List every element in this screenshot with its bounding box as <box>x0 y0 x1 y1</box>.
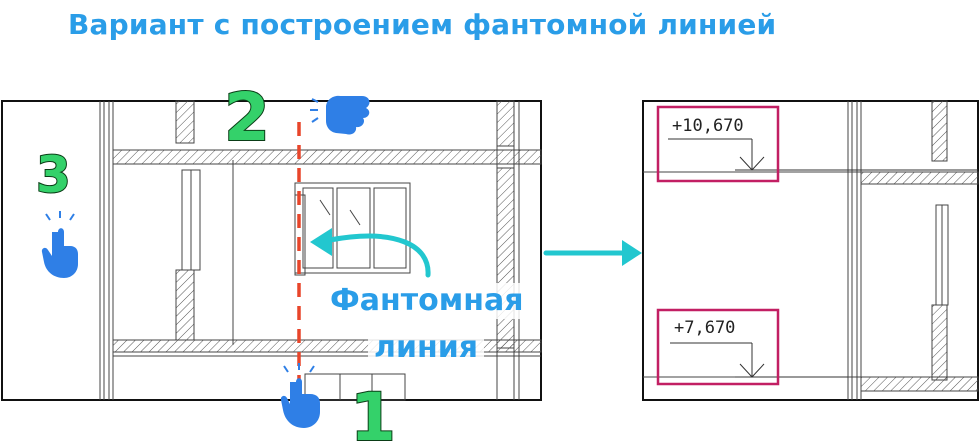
elevation-label-top: +10,670 <box>672 116 744 136</box>
phantom-line-label-1: Фантомная <box>324 283 530 319</box>
right-arrow-icon <box>543 240 642 266</box>
elevation-marker-icon <box>668 138 978 378</box>
tapping-hand-icon <box>41 211 78 278</box>
phantom-line-label-2: линия <box>368 330 485 366</box>
elevation-highlight-bottom <box>656 308 780 386</box>
step-number-2: 2 <box>224 79 270 156</box>
elevation-label-bottom: +7,670 <box>674 318 736 338</box>
step-number-3: 3 <box>36 146 71 204</box>
step-number-1: 1 <box>350 379 396 444</box>
page-title: Вариант с построением фантомной линией <box>68 8 777 41</box>
right-drawing-panel <box>642 100 979 401</box>
elevation-highlight-top <box>656 105 780 183</box>
left-drawing-panel <box>1 100 542 401</box>
pointing-hand-icon <box>310 95 370 135</box>
tapping-hand-icon-bottom <box>280 363 320 428</box>
curved-arrow-icon <box>310 228 431 278</box>
